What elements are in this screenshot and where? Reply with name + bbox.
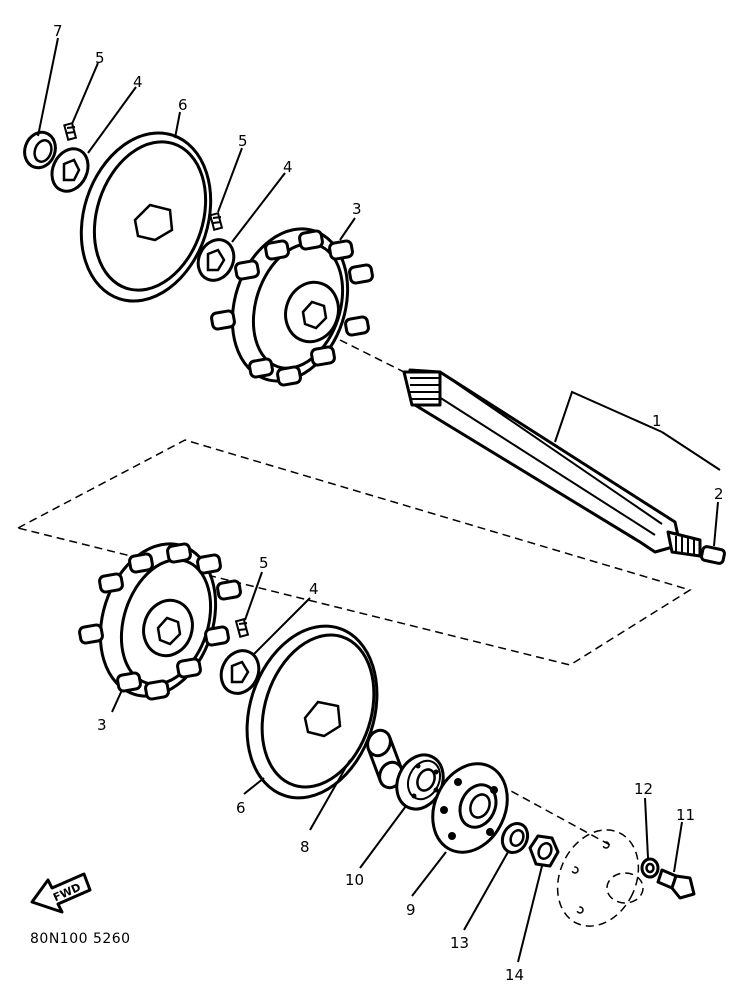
callout-3-lower: 3 [97, 716, 107, 734]
leader-lines [37, 37, 721, 963]
set-screw-part-5-upper [63, 121, 78, 141]
callout-4-lower: 4 [309, 580, 319, 598]
callout-11: 11 [676, 806, 695, 824]
set-screw-part-5-lower [234, 618, 250, 638]
mating-hub-outline [556, 829, 644, 927]
callout-13: 13 [450, 934, 469, 952]
callout-5-upper-middle: 5 [238, 132, 248, 150]
drive-sprocket-part-3-upper [210, 227, 374, 387]
bushing-part-4-middle [196, 238, 236, 282]
washer-part-13 [500, 821, 530, 855]
collar-part-7 [23, 130, 57, 170]
assembly-dashed-lines [17, 339, 692, 846]
callout-10: 10 [345, 871, 364, 889]
callout-1: 1 [652, 412, 662, 430]
callout-6-upper: 6 [178, 96, 188, 114]
diagram-code: 80N100 5260 [30, 931, 131, 947]
lock-washer-part-12 [640, 857, 660, 879]
spacer-part-8 [366, 728, 404, 790]
callout-14: 14 [505, 966, 524, 984]
set-screw-part-5-middle [209, 211, 224, 231]
bushing-part-4-upper [50, 147, 90, 193]
bushing-part-4-lower [219, 649, 261, 695]
bolt-part-11 [656, 868, 696, 900]
callout-3-upper: 3 [352, 200, 362, 218]
drive-shaft-part-1 [402, 368, 702, 558]
idler-wheel-part-6-lower [245, 624, 379, 800]
callout-6-lower: 6 [236, 799, 246, 817]
drive-sprocket-part-3-lower [78, 542, 242, 701]
callout-9: 9 [406, 901, 416, 919]
callout-5-lower: 5 [259, 554, 269, 572]
callout-5-upper-left: 5 [95, 49, 105, 67]
callout-4-upper-middle: 4 [283, 158, 293, 176]
fwd-arrow-icon: FWD [30, 872, 92, 914]
callout-12: 12 [634, 780, 653, 798]
nut-part-14 [528, 834, 560, 868]
callout-7: 7 [53, 22, 63, 40]
callout-4-upper-left: 4 [133, 73, 143, 91]
bearing-part-10 [395, 753, 445, 811]
callout-labels: 1 2 3 3 4 4 4 5 5 5 6 6 7 8 9 10 11 12 1… [53, 22, 724, 984]
callout-2: 2 [714, 485, 724, 503]
end-pin-part-2 [700, 545, 726, 565]
bearing-flange-part-9 [431, 762, 509, 854]
idler-wheel-part-6-upper [79, 131, 213, 303]
callout-8: 8 [300, 838, 310, 856]
